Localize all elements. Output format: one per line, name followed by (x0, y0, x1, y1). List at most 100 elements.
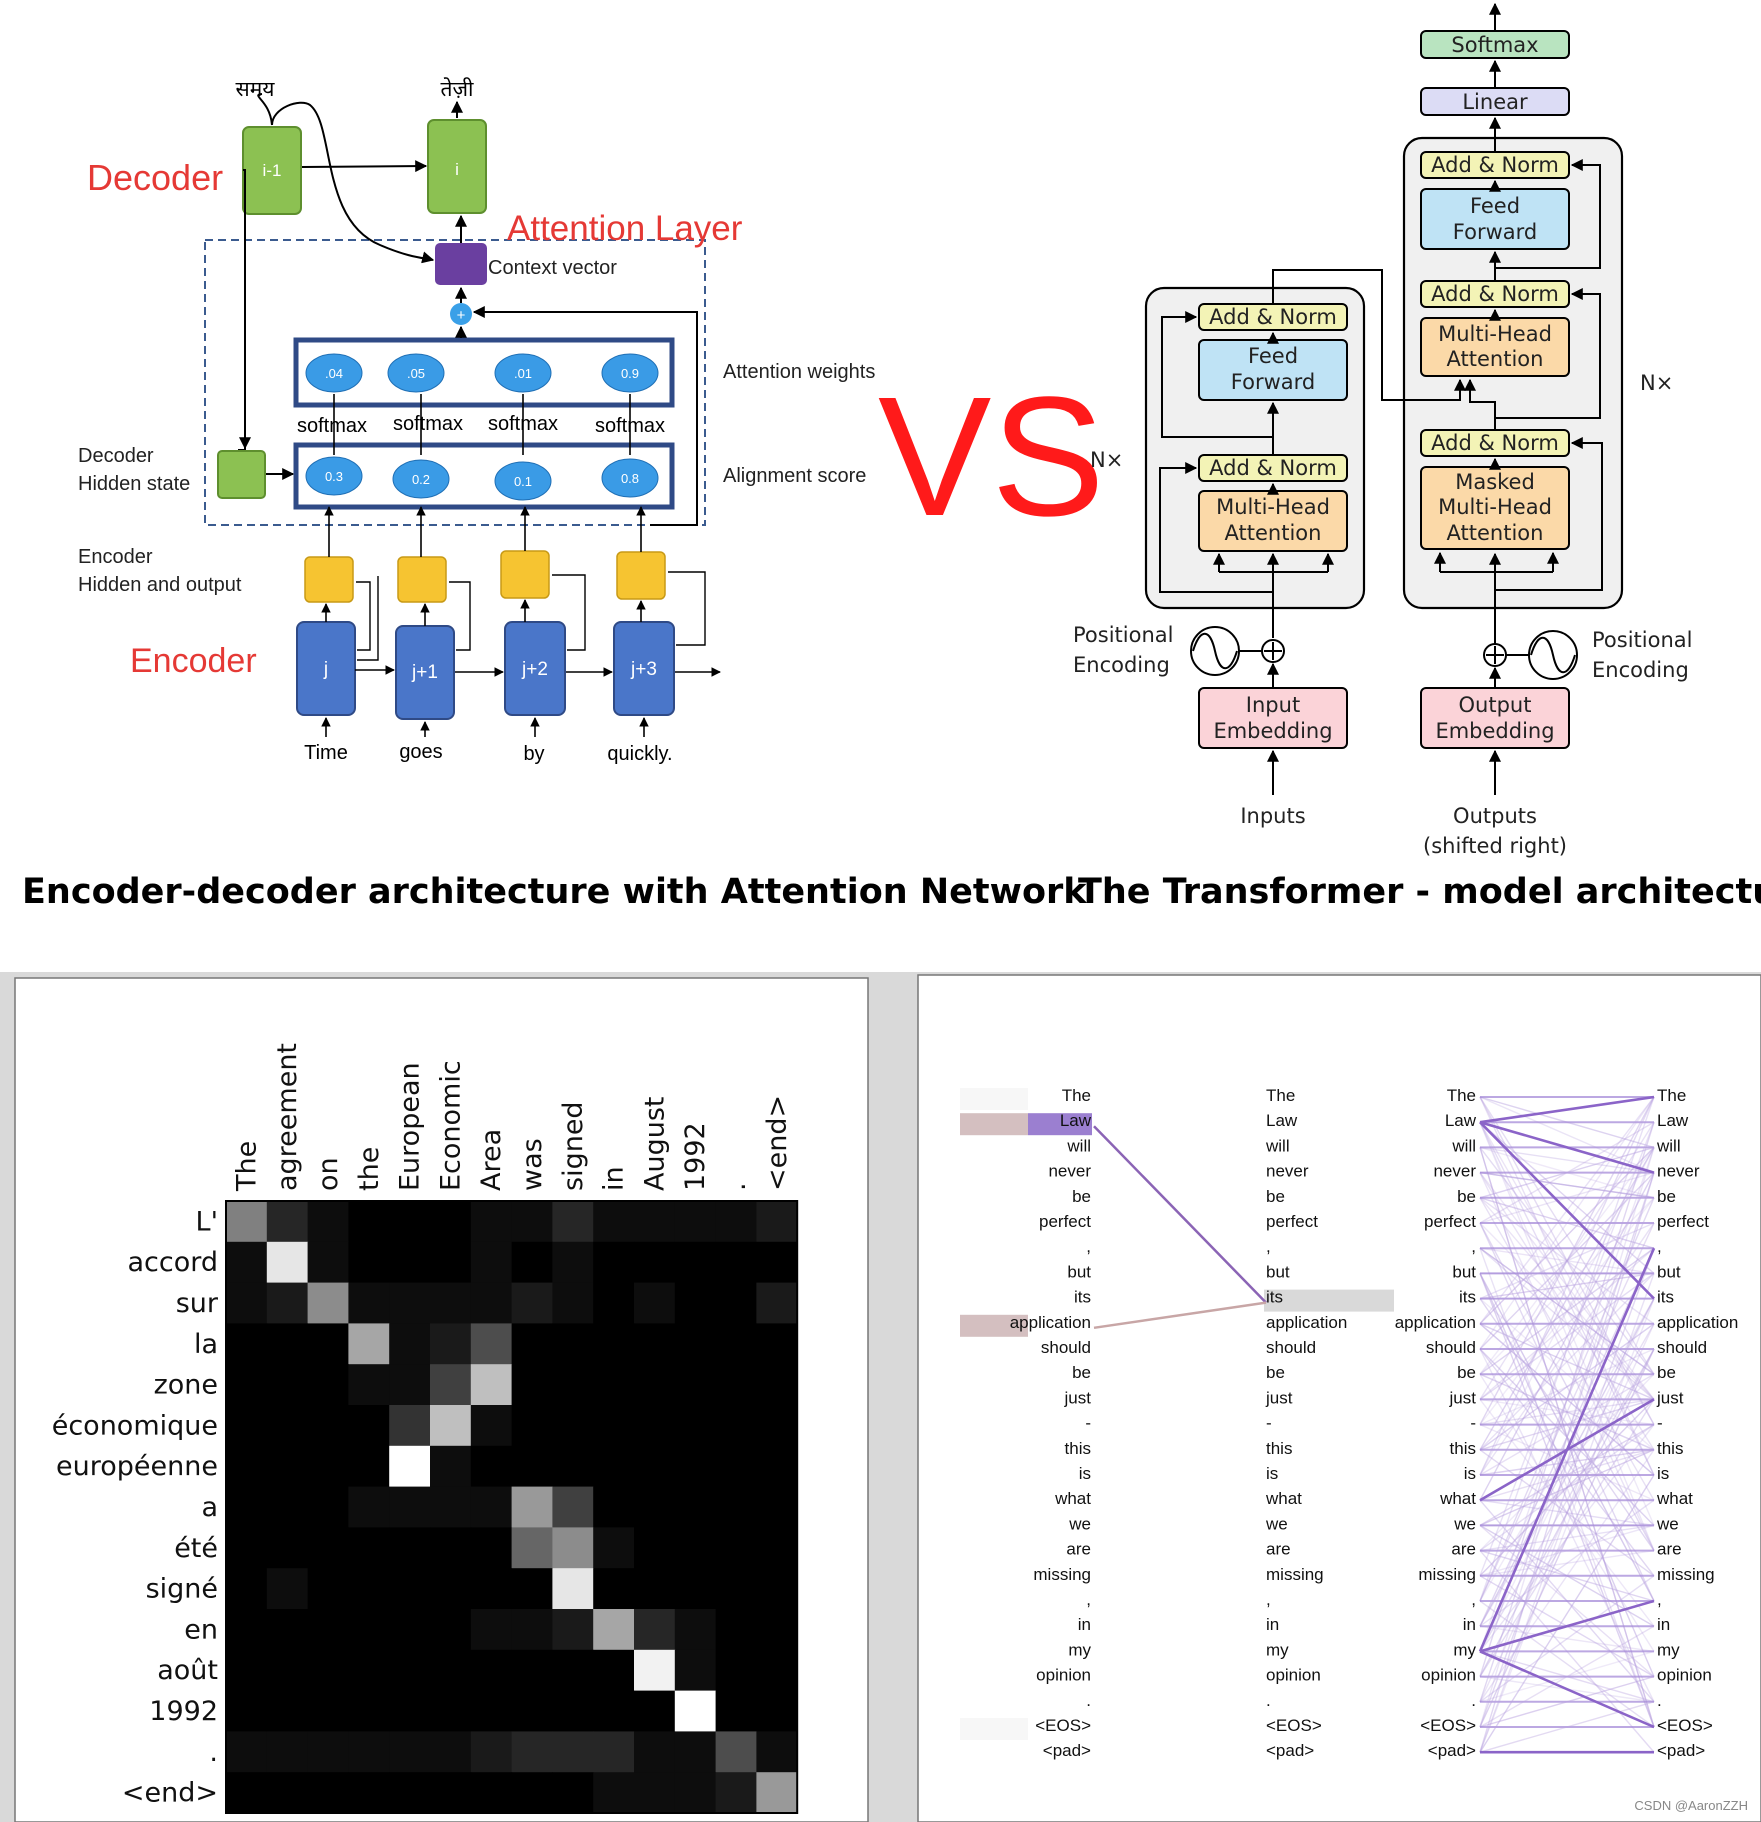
heatmap-cell (307, 1241, 349, 1284)
heatmap-cell (470, 1405, 513, 1447)
attention-line (1479, 1524, 1655, 1577)
heatmap-cell (634, 1731, 676, 1773)
attention-line (1479, 1222, 1655, 1602)
attention-line (1479, 1172, 1655, 1501)
token-left: just (1449, 1388, 1477, 1407)
linear-block-label: Linear (1462, 90, 1528, 114)
attention-line (1479, 1121, 1655, 1551)
heatmap-cell (266, 1282, 309, 1324)
attention-line (1479, 1147, 1655, 1728)
score-value: 0.3 (325, 469, 343, 484)
attention-line-strong (1479, 1121, 1655, 1300)
heatmap-column-label: European (395, 1062, 426, 1191)
decoder-nx-label: N× (1640, 371, 1673, 395)
decoder-cell-current (427, 119, 487, 214)
attention-line (1479, 1247, 1655, 1728)
heatmap-cell (593, 1445, 635, 1488)
token-right: missing (1266, 1565, 1324, 1584)
heatmap-cell (389, 1527, 431, 1569)
heatmap-cell (430, 1364, 472, 1406)
attention-line (1479, 1449, 1655, 1703)
attention-line (1479, 1096, 1655, 1350)
token-right: perfect (1657, 1212, 1709, 1231)
token-right: just (1656, 1388, 1684, 1407)
token-left: we (1068, 1514, 1091, 1533)
heatmap-cell (389, 1609, 431, 1651)
heatmap-cell (552, 1201, 594, 1243)
attention-line (1479, 1146, 1655, 1375)
softmax-block-label: Softmax (1451, 33, 1538, 57)
attention-line (1479, 1423, 1655, 1501)
heatmap-cell (634, 1772, 676, 1814)
token-left: <pad> (1428, 1741, 1476, 1760)
token-right: what (1265, 1489, 1302, 1508)
heatmap-cell (756, 1649, 798, 1692)
score-node (494, 461, 552, 501)
highlight-application (960, 1314, 1028, 1337)
heatmap-column-label: August (639, 1097, 670, 1192)
heatmap-cell (226, 1731, 268, 1773)
heatmap-cell (715, 1731, 757, 1773)
attention-line (1479, 1298, 1655, 1627)
heatmap-cell (511, 1323, 553, 1365)
attention-line (1479, 1197, 1655, 1325)
heatmap-cell (470, 1445, 513, 1488)
attention-line (1479, 1197, 1655, 1375)
heatmap-cell (266, 1731, 309, 1773)
token-left: never (1048, 1162, 1091, 1181)
decoder-hidden-label-1: Decoder (78, 445, 154, 467)
token-right: never (1266, 1162, 1309, 1181)
encoder-add-norm-2-label: Add & Norm (1209, 305, 1337, 329)
heatmap-cell (307, 1323, 349, 1365)
token-left: missing (1033, 1565, 1091, 1584)
heatmap-cell (307, 1772, 349, 1814)
heatmap-cell (552, 1690, 594, 1732)
heatmap-cell (430, 1486, 472, 1528)
heatmap-cell (593, 1690, 635, 1732)
token-left: but (1452, 1262, 1476, 1281)
heatmap-cell (348, 1405, 390, 1447)
heatmap-cell (593, 1486, 635, 1528)
heatmap-cell (552, 1609, 594, 1651)
heatmap-column-label: in (599, 1166, 630, 1191)
heatmap-cell (674, 1241, 717, 1284)
heatmap-cell (715, 1364, 757, 1406)
token-left: be (1457, 1187, 1476, 1206)
encoder-output-cell (616, 551, 666, 600)
heatmap-cell (511, 1241, 553, 1284)
heatmap-cell (430, 1323, 472, 1365)
heatmap-cell (511, 1405, 553, 1447)
heatmap-cell (389, 1486, 431, 1528)
heatmap-column-label: 1992 (680, 1122, 711, 1191)
token-left: is (1464, 1464, 1476, 1483)
heatmap-cell (756, 1690, 798, 1732)
heatmap-cell (674, 1282, 717, 1324)
attention-line (1479, 1222, 1655, 1300)
heatmap-cell (715, 1527, 757, 1569)
heatmap-cell (470, 1731, 513, 1773)
heatmap-cell (756, 1568, 798, 1610)
encoder-cell-label: j+3 (630, 659, 657, 680)
token-left: what (1054, 1489, 1091, 1508)
score-value: 0.2 (412, 472, 430, 487)
heatmap-cell (470, 1690, 513, 1732)
heatmap-cell (470, 1772, 513, 1814)
heatmap-cell (715, 1649, 757, 1692)
heatmap-cell (266, 1527, 309, 1569)
heatmap-cell (593, 1323, 635, 1365)
heatmap-cell (470, 1649, 513, 1692)
heatmap-cell (226, 1405, 268, 1447)
input-word: quickly. (607, 743, 672, 765)
heatmap-cell (430, 1445, 472, 1488)
decoder-multi-head-label-2: Attention (1447, 347, 1544, 371)
heatmap-column-label: was (517, 1138, 548, 1191)
heatmap-cell (470, 1282, 513, 1324)
heatmap-cell (348, 1241, 390, 1284)
decoder-masked-label-2: Multi-Head (1438, 495, 1552, 519)
attention-line (1479, 1398, 1655, 1426)
token-right: but (1657, 1262, 1681, 1281)
token-left: in (1078, 1615, 1091, 1634)
heatmap-column-label: on (313, 1157, 344, 1191)
decoder-positional-label-2: Encoding (1592, 658, 1689, 682)
heatmap-cell (756, 1201, 798, 1243)
